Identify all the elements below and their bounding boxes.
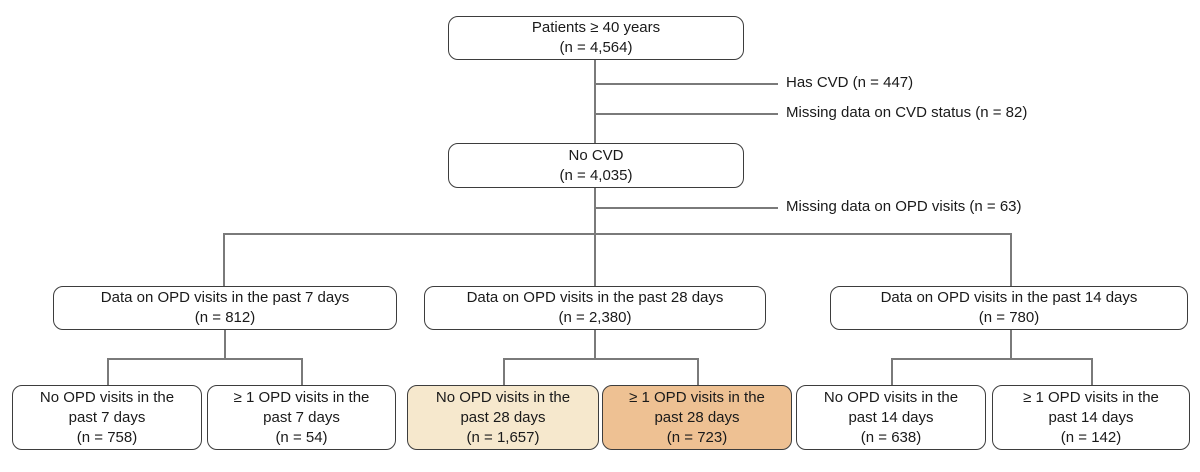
box-n: (n = 1,657) (466, 428, 540, 446)
connector-drop-right (1010, 233, 1012, 286)
connector-exclusion-missing-opd (594, 207, 778, 209)
box-label: No OPD visits in the past 7 days (39, 388, 175, 426)
box-label: No OPD visits in the past 14 days (823, 388, 959, 426)
exclusion-label-has-cvd: Has CVD (n = 447) (786, 74, 914, 91)
box-n: (n = 780) (978, 309, 1040, 326)
connector-split-14d (891, 358, 1092, 360)
connector-drop-7d-no (107, 358, 109, 385)
connector-stem-28d (594, 330, 596, 358)
flow-box-ge1-opd-28d: ≥ 1 OPD visits in the past 28 days (n = … (602, 385, 792, 450)
box-n: (n = 758) (76, 428, 138, 446)
box-n: (n = 142) (1060, 428, 1122, 446)
box-n: (n = 638) (860, 428, 922, 446)
flow-box-no-cvd: No CVD (n = 4,035) (448, 143, 744, 188)
box-n: (n = 4,035) (559, 166, 633, 184)
box-label: Data on OPD visits in the past 7 days (100, 289, 350, 306)
connector-exclusion-missing-cvd (594, 113, 778, 115)
connector-drop-7d-ge1 (301, 358, 303, 385)
box-n: (n = 54) (275, 428, 328, 446)
connector-drop-center (594, 233, 596, 286)
connector-drop-28d-no (503, 358, 505, 385)
flow-box-data-7d: Data on OPD visits in the past 7 days (n… (53, 286, 397, 330)
flow-box-ge1-opd-14d: ≥ 1 OPD visits in the past 14 days (n = … (992, 385, 1190, 450)
exclusion-label-missing-cvd: Missing data on CVD status (n = 82) (786, 104, 1028, 121)
flow-box-patients: Patients ≥ 40 years (n = 4,564) (448, 16, 744, 60)
connector-drop-28d-ge1 (697, 358, 699, 385)
box-n: (n = 723) (666, 428, 728, 446)
box-label: ≥ 1 OPD visits in the past 7 days (233, 388, 370, 426)
box-label: Data on OPD visits in the past 28 days (466, 289, 724, 306)
flow-box-data-28d: Data on OPD visits in the past 28 days (… (424, 286, 766, 330)
connector-stem-7d (224, 330, 226, 358)
box-label: No CVD (568, 146, 624, 164)
box-label: Patients ≥ 40 years (531, 19, 661, 36)
connector-stem-14d (1010, 330, 1012, 358)
flow-box-ge1-opd-7d: ≥ 1 OPD visits in the past 7 days (n = 5… (207, 385, 396, 450)
box-label: ≥ 1 OPD visits in the past 28 days (629, 388, 765, 426)
connector-main-mid (594, 188, 596, 233)
connector-drop-14d-ge1 (1091, 358, 1093, 385)
connector-drop-left (223, 233, 225, 286)
connector-split-28d (503, 358, 698, 360)
exclusion-label-missing-opd: Missing data on OPD visits (n = 63) (786, 198, 1022, 215)
connector-exclusion-has-cvd (594, 83, 778, 85)
flow-box-no-opd-7d: No OPD visits in the past 7 days (n = 75… (12, 385, 202, 450)
connector-branch-horizontal (223, 233, 1011, 235)
box-label: Data on OPD visits in the past 14 days (880, 289, 1138, 306)
box-label: No OPD visits in the past 28 days (435, 388, 571, 426)
connector-main-top (594, 60, 596, 143)
flow-box-data-14d: Data on OPD visits in the past 14 days (… (830, 286, 1188, 330)
box-label: ≥ 1 OPD visits in the past 14 days (1023, 388, 1159, 426)
flow-box-no-opd-28d: No OPD visits in the past 28 days (n = 1… (407, 385, 599, 450)
box-n: (n = 812) (194, 309, 256, 326)
flow-box-no-opd-14d: No OPD visits in the past 14 days (n = 6… (796, 385, 986, 450)
connector-split-7d (107, 358, 302, 360)
connector-drop-14d-no (891, 358, 893, 385)
box-n: (n = 4,564) (559, 39, 633, 56)
box-n: (n = 2,380) (558, 309, 632, 326)
